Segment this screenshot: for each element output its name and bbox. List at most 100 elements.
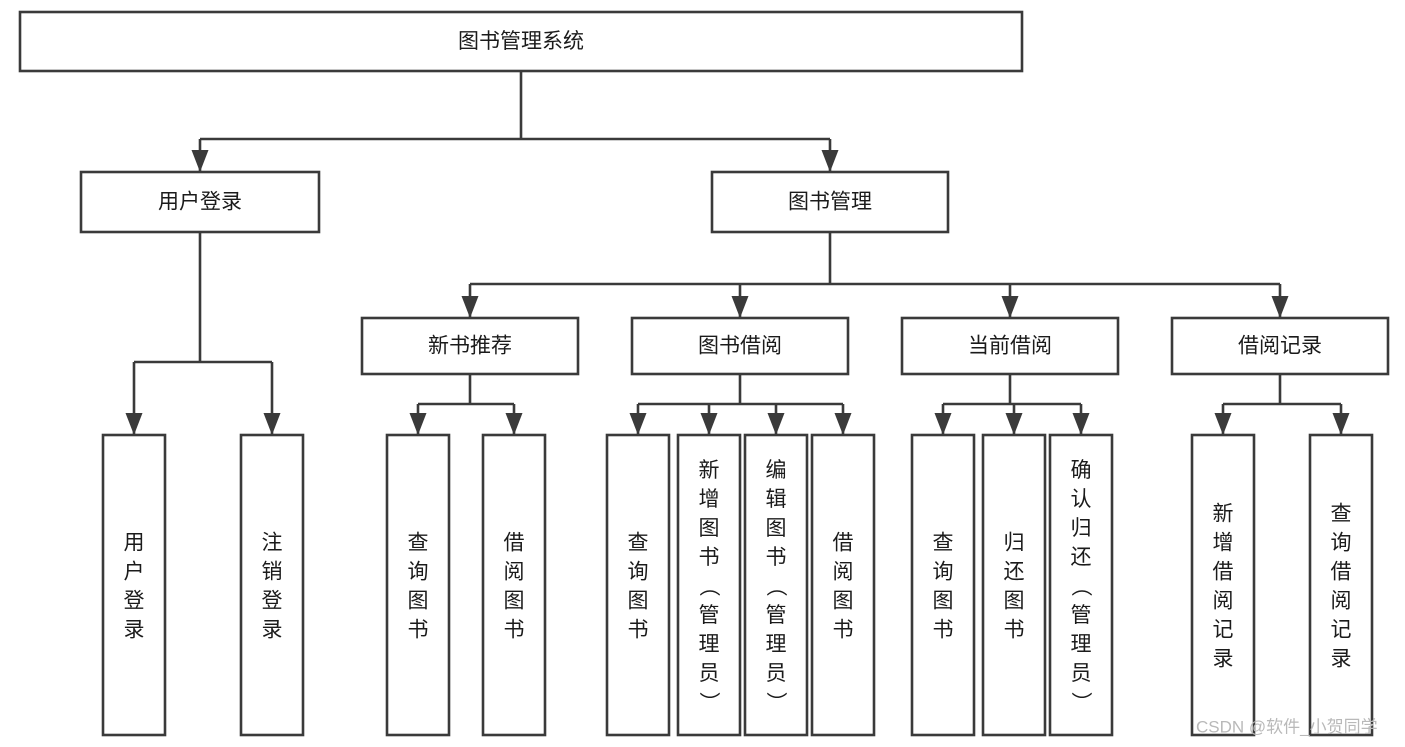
node-label-char: 录 — [1331, 648, 1352, 671]
arrow-head — [1005, 413, 1023, 435]
node-box[interactable] — [743, 433, 809, 737]
node-label-char: 书 — [628, 619, 649, 642]
edge-group-root — [191, 71, 839, 172]
node-box[interactable] — [101, 433, 167, 737]
node-box[interactable] — [810, 433, 876, 737]
node-n-current-1[interactable]: 查询图书查询图书 — [910, 433, 976, 737]
node-label-char: 书 — [833, 619, 854, 642]
node-box[interactable] — [981, 433, 1047, 737]
node-label-char: 询 — [933, 561, 954, 584]
node-n-current[interactable]: 当前借阅 — [900, 316, 1120, 376]
node-label-char: 阅 — [1331, 590, 1352, 613]
node-n-newbook-1[interactable]: 查询图书查询图书 — [385, 433, 451, 737]
node-n-record[interactable]: 借阅记录 — [1170, 316, 1390, 376]
node-label-char: 记 — [1213, 619, 1234, 642]
node-n-newbook[interactable]: 新书推荐 — [360, 316, 580, 376]
node-n-current-2[interactable]: 归还图书归还图书 — [981, 433, 1047, 737]
arrow-head — [461, 296, 479, 318]
node-box[interactable] — [630, 316, 850, 376]
node-box[interactable] — [18, 10, 1024, 73]
node-label-char: （ — [1069, 576, 1092, 597]
arrow-head — [125, 413, 143, 435]
node-box[interactable] — [360, 316, 580, 376]
node-label-char: 图 — [699, 517, 720, 540]
node-label: 图书管理系统 — [458, 30, 584, 53]
node-box[interactable] — [900, 316, 1120, 376]
arrow-head — [731, 296, 749, 318]
node-box[interactable] — [481, 433, 547, 737]
node-label-char: 员 — [1071, 662, 1092, 685]
arrow-head — [834, 413, 852, 435]
node-box[interactable] — [1170, 316, 1390, 376]
node-label: 图书管理 — [788, 191, 872, 214]
node-label-char: 询 — [408, 561, 429, 584]
node-label-char: 辑 — [766, 488, 787, 511]
arrow-head — [409, 413, 427, 435]
node-label-char: 管 — [766, 604, 787, 627]
node-label-char: 理 — [699, 633, 720, 656]
arrow-head — [191, 150, 209, 172]
node-label: 图书借阅 — [698, 335, 782, 358]
node-n-bookmgmt[interactable]: 图书管理 — [710, 170, 950, 234]
node-box[interactable] — [385, 433, 451, 737]
node-label-char: 书 — [933, 619, 954, 642]
node-box[interactable] — [79, 170, 321, 234]
node-n-record-2[interactable]: 查询借阅记录查询借阅记录 — [1308, 433, 1374, 737]
node-label: 新书推荐 — [428, 335, 512, 358]
node-n-login-1[interactable]: 用户登录用户登录 — [101, 433, 167, 737]
node-root[interactable]: 图书管理系统 — [18, 10, 1024, 73]
node-label-char: 还 — [1071, 546, 1092, 569]
node-label-char: 理 — [1071, 633, 1092, 656]
node-label-char: 管 — [1071, 604, 1092, 627]
node-box[interactable] — [605, 433, 671, 737]
node-label-char: 员 — [766, 662, 787, 685]
arrow-head — [505, 413, 523, 435]
node-n-newbook-2[interactable]: 借阅图书借阅图书 — [481, 433, 547, 737]
node-label-char: 书 — [699, 546, 720, 569]
node-box[interactable] — [710, 170, 950, 234]
node-label-char: ） — [1069, 692, 1092, 713]
node-n-login-2[interactable]: 注销登录注销登录 — [239, 433, 305, 737]
node-label: 用户登录 — [158, 191, 242, 214]
node-label-char: 管 — [699, 604, 720, 627]
node-label-char: 录 — [262, 619, 283, 642]
node-label-char: 书 — [766, 546, 787, 569]
node-box[interactable] — [676, 433, 742, 737]
node-label-char: 图 — [833, 590, 854, 613]
node-label-char: 书 — [1004, 619, 1025, 642]
node-n-borrow[interactable]: 图书借阅 — [630, 316, 850, 376]
arrow-head — [767, 413, 785, 435]
node-label-char: 书 — [408, 619, 429, 642]
node-label-char: 阅 — [833, 561, 854, 584]
node-label-char: 新 — [1213, 503, 1234, 526]
node-label-char: 借 — [1331, 561, 1352, 584]
node-label-char: 归 — [1071, 517, 1092, 540]
arrow-head — [1001, 296, 1019, 318]
node-box[interactable] — [239, 433, 305, 737]
node-label-char: 录 — [124, 619, 145, 642]
node-label-char: 认 — [1071, 488, 1092, 511]
node-box[interactable] — [1048, 433, 1114, 737]
node-label-char: 图 — [1004, 590, 1025, 613]
node-box[interactable] — [1308, 433, 1374, 737]
node-label-char: 查 — [1331, 503, 1352, 526]
node-n-borrow-4[interactable]: 借阅图书借阅图书 — [810, 433, 876, 737]
node-box[interactable] — [910, 433, 976, 737]
node-label-char: 登 — [124, 590, 145, 613]
node-n-borrow-1[interactable]: 查询图书查询图书 — [605, 433, 671, 737]
node-label-char: 借 — [833, 532, 854, 555]
node-label-char: 询 — [628, 561, 649, 584]
node-box[interactable] — [1190, 433, 1256, 737]
edge-group-n-record — [1214, 374, 1350, 435]
node-n-record-1[interactable]: 新增借阅记录新增借阅记录 — [1190, 433, 1256, 737]
node-n-login[interactable]: 用户登录 — [79, 170, 321, 234]
node-label-char: 询 — [1331, 532, 1352, 555]
edge-group-n-newbook — [409, 374, 523, 435]
edge-group-n-borrow — [629, 374, 852, 435]
node-label-char: 图 — [628, 590, 649, 613]
node-label-char: 增 — [699, 488, 720, 511]
